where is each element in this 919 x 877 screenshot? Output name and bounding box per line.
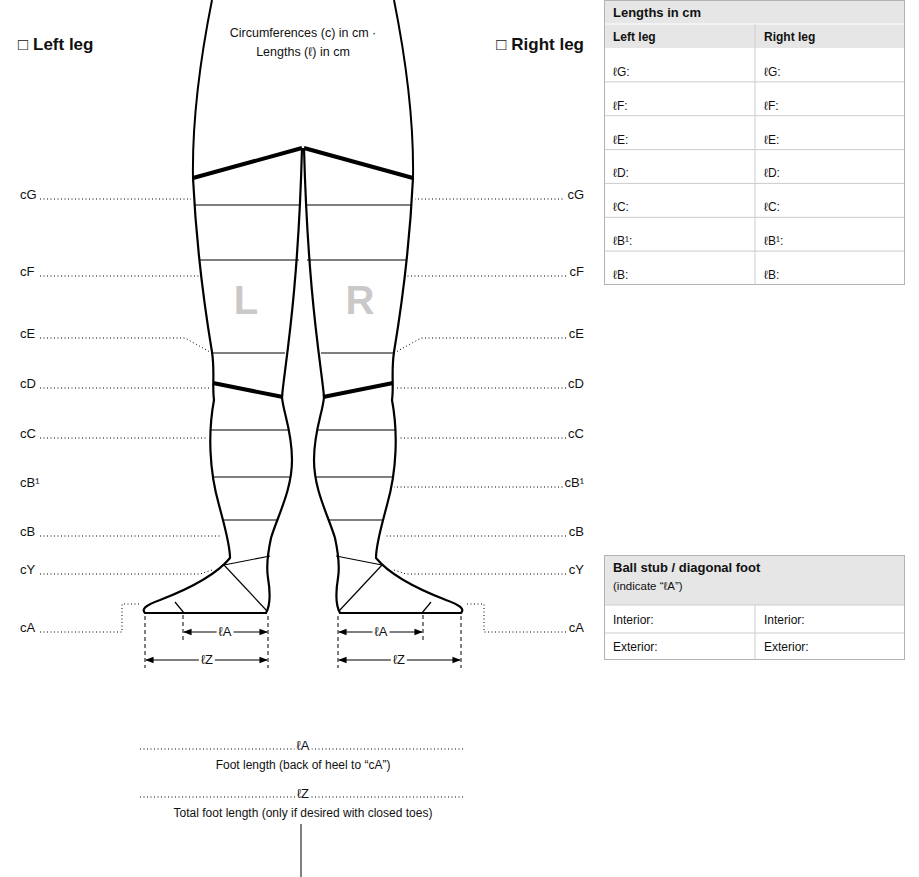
length-caption: Total foot length (only if desired with …: [174, 806, 433, 820]
table-cell: ℓE:: [764, 132, 779, 146]
length-caption: Foot length (back of heel to “cA”): [216, 758, 391, 772]
circumference-label: cB: [18, 524, 37, 540]
table-title: Ball stub / diagonal foot: [613, 560, 760, 576]
circumference-label: cB¹: [18, 475, 42, 491]
table-rule: [755, 605, 756, 659]
measure-line: [195, 204, 301, 205]
dimension-guide: [268, 616, 269, 668]
table-cell: ℓD:: [613, 166, 629, 180]
leader-line: [40, 199, 191, 200]
table-cell: Interior:: [764, 613, 805, 627]
torso-outline: [193, 0, 212, 178]
table-cell: ℓE:: [613, 132, 628, 146]
length-label: ℓZ: [295, 786, 311, 802]
ball-stub-table: Ball stub / diagonal foot (indicate “ℓA”)…: [604, 555, 905, 660]
circumference-label: cD: [566, 376, 586, 392]
leg-checkbox-label: □ Right leg: [496, 35, 584, 55]
length-label: ℓA: [217, 624, 234, 640]
measure-line: [224, 565, 267, 611]
leg-outline: [144, 148, 302, 613]
table-column-header: Left leg: [613, 30, 656, 44]
measure-line: [213, 476, 291, 477]
circumference-label: cE: [18, 326, 37, 342]
table-cell: ℓF:: [764, 99, 779, 113]
measure-lines: [175, 205, 301, 613]
table-cell: ℓB:: [613, 268, 628, 282]
leg-figure: [40, 0, 302, 668]
lengths-table: Lengths in cm Left leg Right leg ℓG: ℓG: ℓF: ℓ…: [604, 0, 905, 285]
leader-line: [40, 438, 207, 439]
leader-line: [40, 338, 210, 352]
knee-line: [213, 383, 283, 397]
circumference-label: cF: [568, 264, 586, 280]
circumference-label: cY: [567, 562, 586, 578]
leader-line: [394, 487, 566, 488]
table-cell: ℓC:: [613, 200, 629, 214]
circumference-label: cC: [566, 426, 586, 442]
circumference-label: cB: [567, 524, 586, 540]
circumference-label: cD: [18, 376, 38, 392]
right-leg-figure: [304, 0, 566, 668]
table-cell: ℓD:: [764, 166, 780, 180]
length-label: ℓZ: [199, 652, 215, 668]
leader-line: [40, 388, 211, 389]
length-label: ℓA: [295, 738, 312, 754]
length-label: ℓA: [373, 624, 390, 640]
leader-line: [40, 570, 212, 574]
leader-line: [40, 604, 140, 632]
leg-checkbox-label: □ Left leg: [18, 35, 93, 55]
measure-line: [224, 556, 270, 565]
circumference-label: cG: [565, 187, 586, 203]
table-column-header: Right leg: [764, 30, 815, 44]
table-cell: Exterior:: [764, 640, 809, 654]
dimension-guides: [145, 615, 268, 668]
leg-side-letter: L: [234, 276, 258, 324]
circumference-label: cC: [18, 426, 38, 442]
table-cell: ℓG:: [613, 65, 630, 79]
circumference-label: cY: [18, 562, 37, 578]
table-cell: ℓB¹:: [764, 234, 783, 248]
measure-line: [199, 259, 299, 260]
measure-line: [210, 429, 288, 430]
measure-line: [175, 602, 184, 613]
table-header-fill: [605, 556, 904, 605]
hip-line: [193, 148, 302, 178]
table-cell: ℓC:: [764, 200, 780, 214]
dimension-guide: [145, 616, 146, 668]
circumference-label: cA: [567, 620, 586, 636]
table-cell: ℓB¹:: [613, 234, 632, 248]
table-cell: ℓG:: [764, 65, 781, 79]
table-cell: Interior:: [613, 613, 654, 627]
table-grid: [605, 1, 904, 659]
table-cell: ℓB:: [764, 268, 779, 282]
leader-line: [40, 276, 199, 277]
leader-line: [40, 536, 221, 537]
dimension-guide: [183, 615, 184, 640]
table-subtitle: (indicate “ℓA”): [613, 580, 683, 594]
leader-lines: [40, 199, 221, 632]
circumference-label: cF: [18, 264, 36, 280]
circumference-label: cE: [567, 326, 586, 342]
measure-line: [212, 352, 285, 353]
leg-side-letter: R: [346, 276, 375, 324]
table-cell: ℓF:: [613, 99, 628, 113]
circumference-label: cB¹: [563, 475, 587, 491]
circumference-label: cG: [18, 187, 39, 203]
circumference-label: cA: [18, 620, 37, 636]
table-cell: Exterior:: [613, 640, 658, 654]
length-label: ℓZ: [391, 652, 407, 668]
table-title: Lengths in cm: [613, 5, 701, 21]
measure-line: [223, 519, 277, 520]
table-rule: [755, 24, 756, 284]
unit-note: Circumferences (c) in cm · Lengths (ℓ) i…: [213, 24, 393, 62]
margin-rule: [301, 824, 302, 877]
